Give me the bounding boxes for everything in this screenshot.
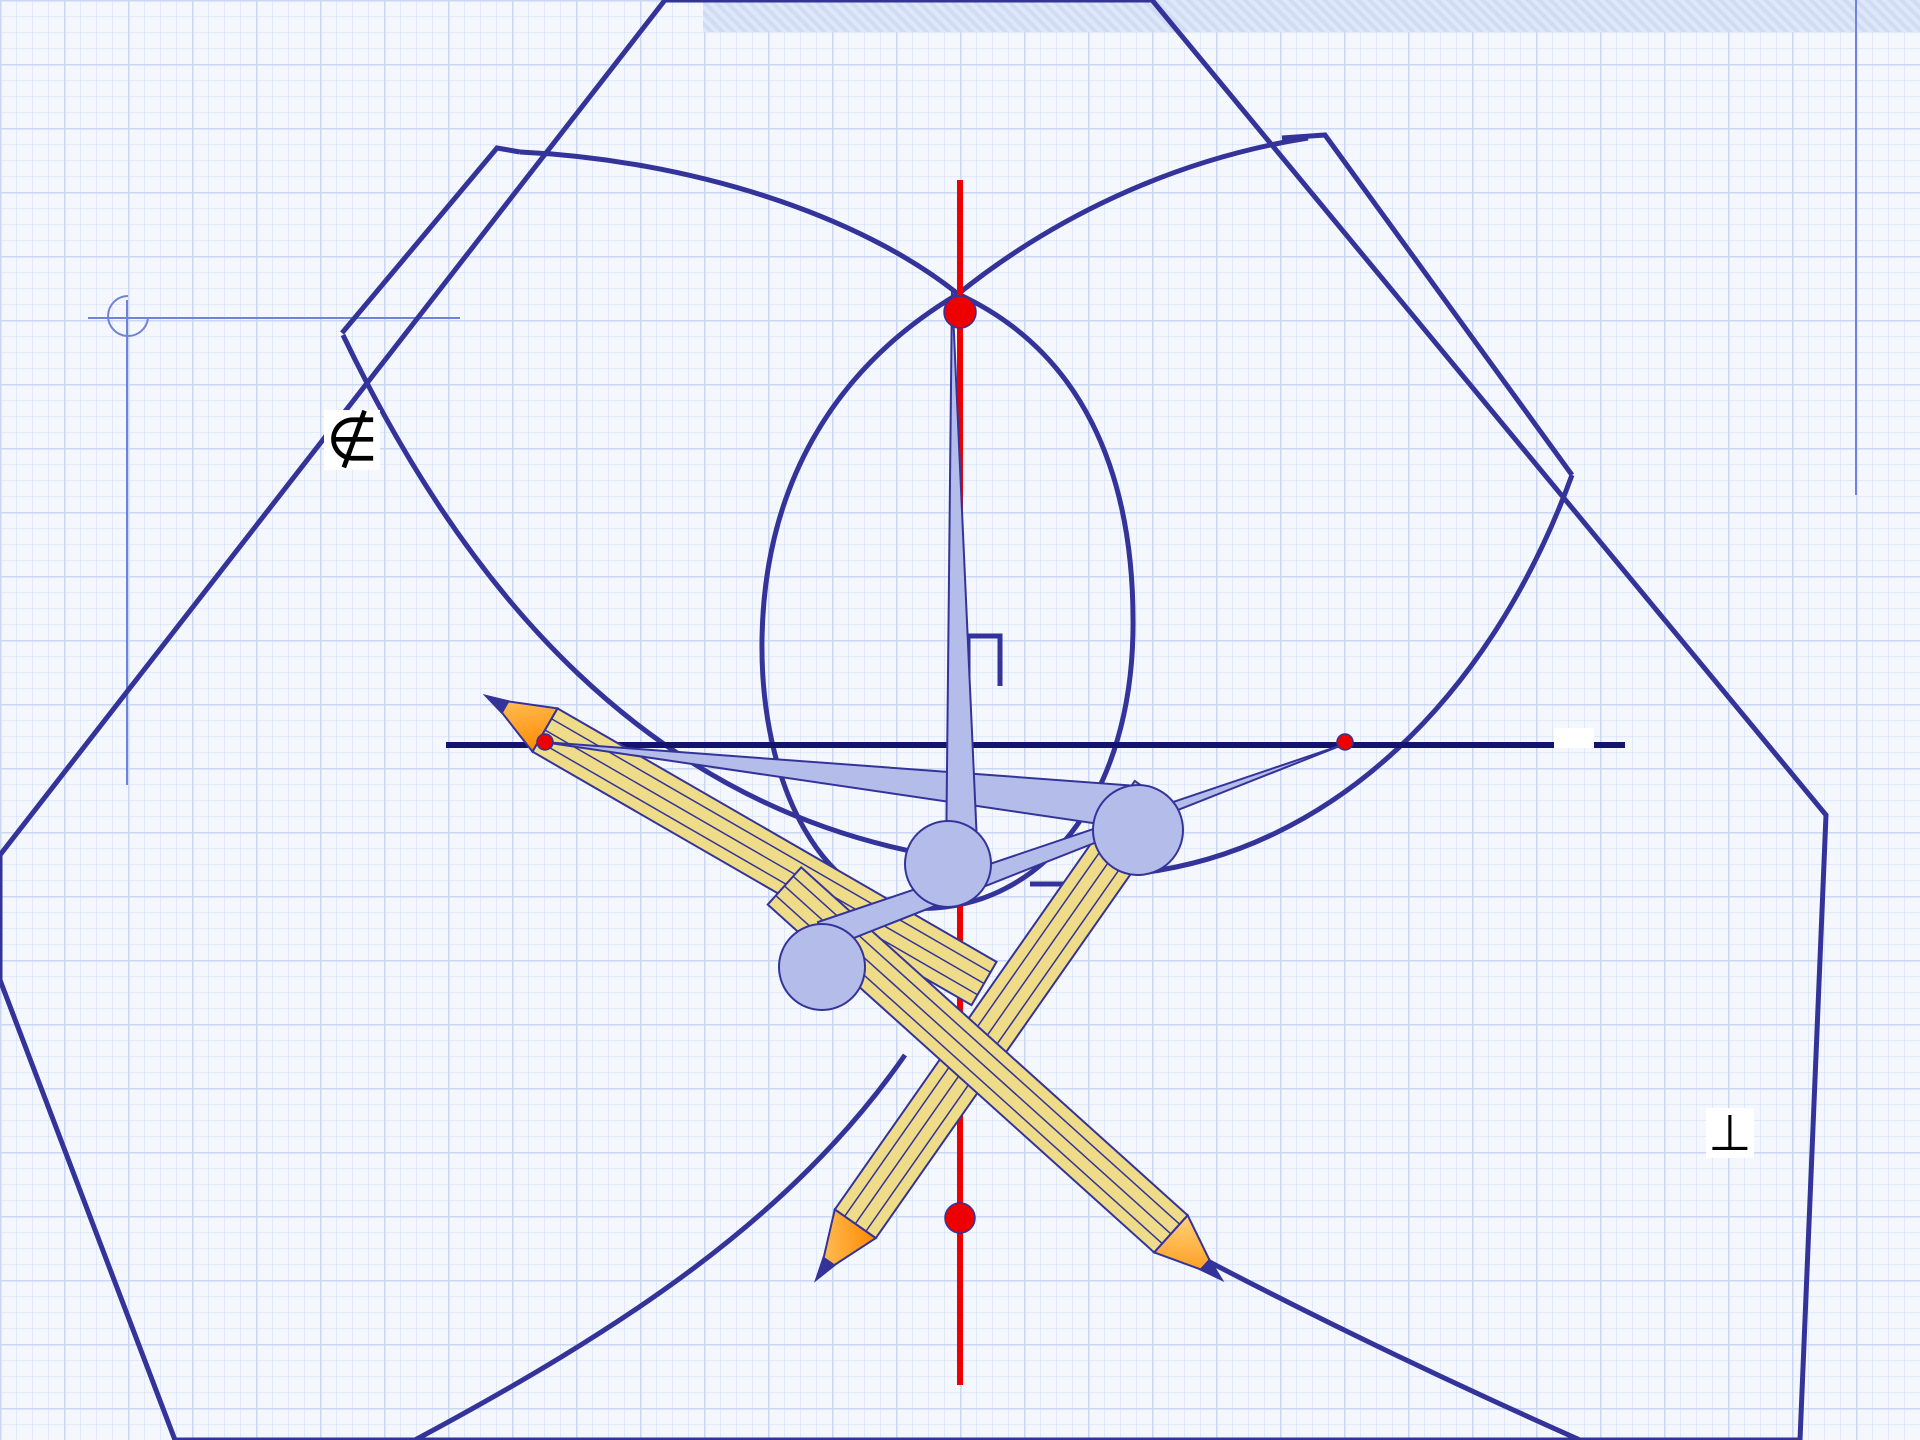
line-label-box: [1554, 728, 1594, 748]
not-element-symbol: ∉: [324, 405, 381, 475]
compass-icon: [542, 289, 1346, 1011]
outer-polygon: [0, 0, 1829, 1440]
inner-polygon-right: [1281, 132, 1575, 477]
margin-guide: [88, 0, 1857, 785]
bottom-left-arc: [413, 1053, 908, 1440]
upper-intersection-point: [943, 295, 977, 329]
inner-polygon: [340, 145, 521, 335]
left-line-point: [536, 733, 554, 751]
right-angle-mark: [965, 633, 1003, 686]
lower-intersection-point: [944, 1202, 976, 1234]
upper-left-arc: [519, 149, 960, 296]
right-line-point: [1336, 733, 1354, 751]
header-band: [703, 0, 1920, 32]
left-arc: [340, 333, 921, 856]
intersection-points: [536, 295, 1354, 1234]
perpendicular-symbol: ⊥: [1706, 1104, 1754, 1162]
right-arc: [1139, 474, 1575, 876]
upper-right-arc: [956, 135, 1309, 296]
pencil-icon: [482, 694, 998, 1007]
construction-circle: [759, 291, 1136, 911]
